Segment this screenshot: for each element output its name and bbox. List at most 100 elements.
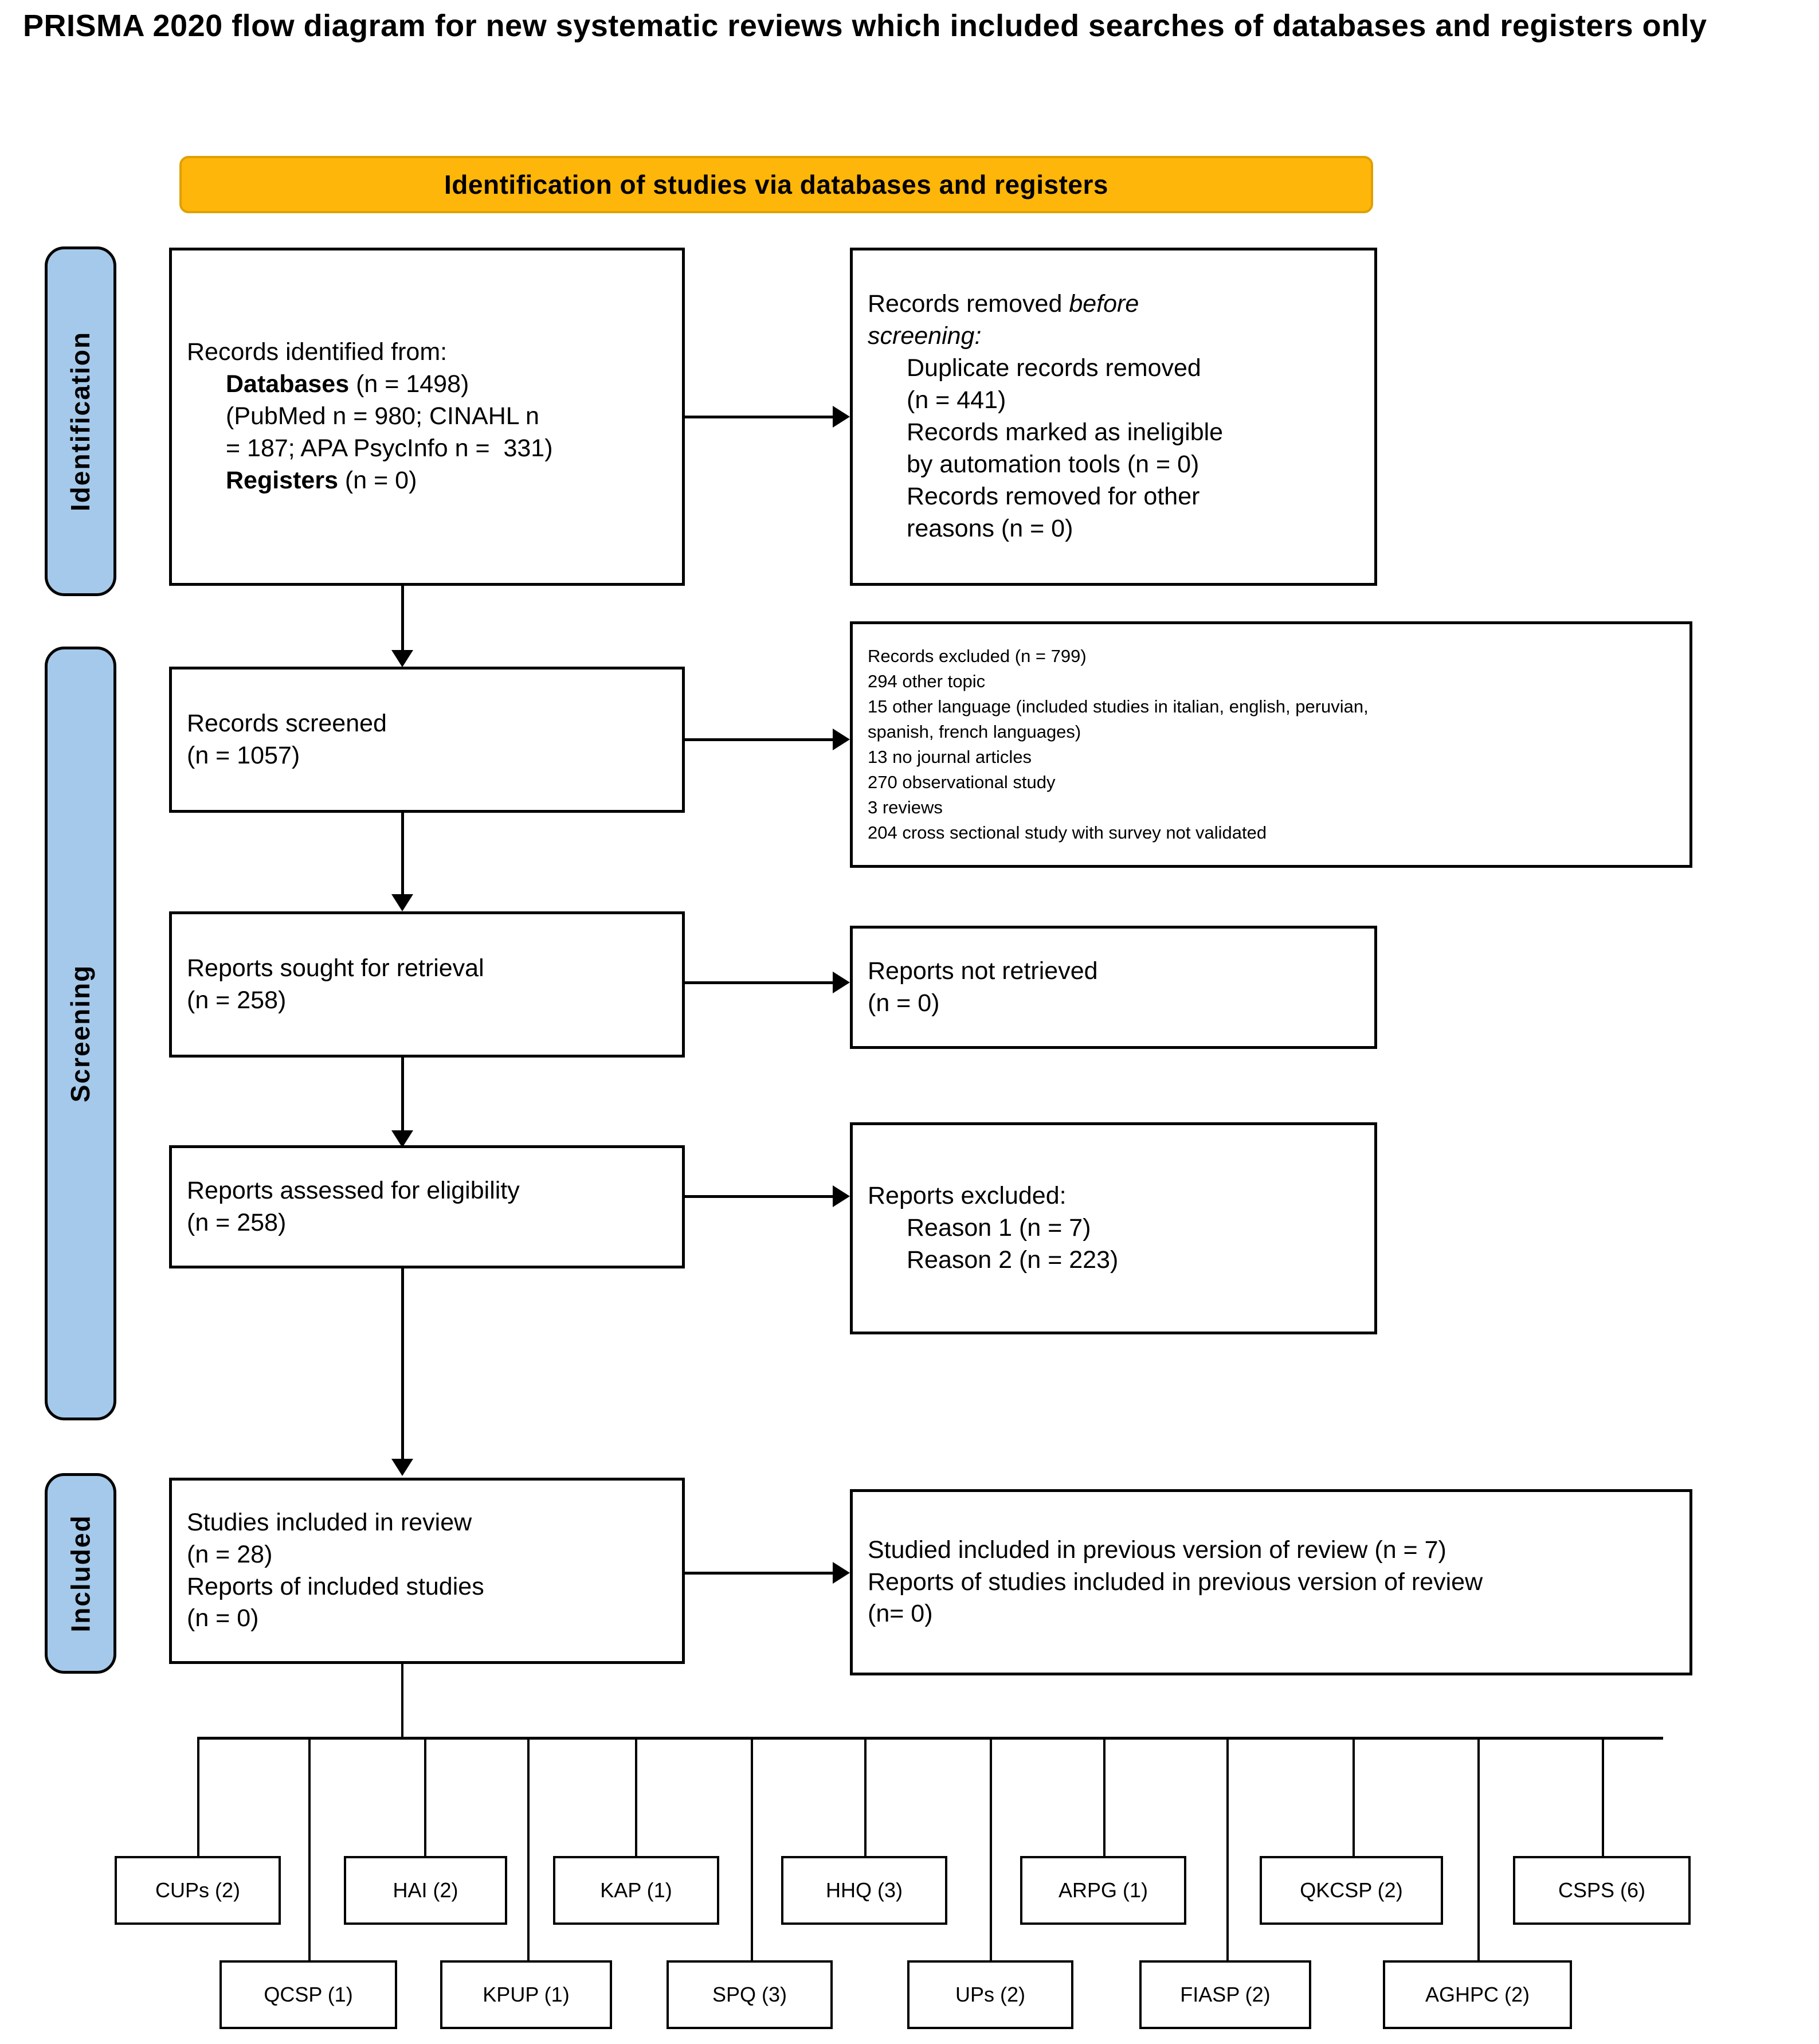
leaf-label-cups: CUPs (2): [155, 1878, 240, 1902]
records-removed-line-0-italic: before: [1069, 290, 1139, 318]
connector-identified-to-screened: [401, 586, 404, 660]
leaf-box-spq: SPQ (3): [667, 1960, 833, 2029]
identification-banner-label: Identification of studies via databases …: [444, 170, 1108, 199]
leaf-box-aghpc: AGHPC (2): [1383, 1960, 1572, 2029]
box-studies-included: Studies included in review (n = 28) Repo…: [169, 1478, 685, 1664]
connector-drop-csps: [1602, 1737, 1604, 1856]
box-records-screened: Records screened (n = 1057): [169, 667, 685, 813]
arrow-assessed-to-reportsexcluded: [833, 1185, 850, 1207]
connector-sought-to-assessed: [401, 1058, 404, 1141]
arrow-sought-to-notretrieved: [833, 972, 850, 993]
leaf-label-fiasp: FIASP (2): [1180, 1983, 1271, 2006]
connector-sought-to-notretrieved: [685, 981, 833, 984]
page-title: PRISMA 2020 flow diagram for new systema…: [23, 9, 1707, 43]
connector-screened-to-excluded: [685, 738, 833, 741]
identification-banner: Identification of studies via databases …: [179, 156, 1373, 213]
connector-drop-qkcsp: [1353, 1737, 1355, 1856]
arrow-assessed-to-included: [391, 1459, 413, 1476]
stage-tab-screening-label: Screening: [65, 964, 96, 1103]
box-records-removed: Records removed before screening: Duplic…: [850, 248, 1377, 586]
arrow-screened-to-sought: [391, 894, 413, 911]
reports-sought-line-0: Reports sought for retrieval: [187, 954, 484, 982]
previous-version-line-1: Reports of studies included in previous …: [868, 1568, 1483, 1596]
arrow-screened-to-excluded: [833, 729, 850, 750]
leaf-label-hhq: HHQ (3): [826, 1878, 903, 1902]
records-removed-line-0: Records removed before: [868, 288, 1359, 320]
leaf-label-aghpc: AGHPC (2): [1425, 1983, 1530, 2006]
leaf-box-hai: HAI (2): [344, 1856, 507, 1925]
box-reports-sought: Reports sought for retrieval (n = 258): [169, 911, 685, 1058]
studies-included-line-3: (n = 0): [187, 1604, 259, 1632]
records-identified-registers-count: (n = 0): [338, 466, 417, 494]
box-previous-version: Studied included in previous version of …: [850, 1489, 1692, 1675]
stage-tab-identification-label: Identification: [65, 331, 96, 512]
studies-included-line-1: (n = 28): [187, 1540, 273, 1568]
box-records-identified: Records identified from: Databases (n = …: [169, 248, 685, 586]
leaf-box-ups: UPs (2): [907, 1960, 1073, 2029]
previous-version-line-2: (n= 0): [868, 1600, 933, 1628]
records-identified-databases-count: (n = 1498): [349, 370, 469, 398]
box-reports-assessed: Reports assessed for eligibility (n = 25…: [169, 1145, 685, 1268]
leaf-label-spq: SPQ (3): [712, 1983, 787, 2006]
connector-identified-to-removed: [685, 416, 833, 418]
connector-assessed-to-reportsexcluded: [685, 1195, 833, 1198]
leaf-label-kpup: KPUP (1): [483, 1983, 570, 2006]
leaf-label-qkcsp: QKCSP (2): [1300, 1878, 1403, 1902]
records-removed-line-7: reasons (n = 0): [907, 514, 1073, 542]
arrow-included-to-previous: [833, 1562, 850, 1584]
connector-drop-hai: [424, 1737, 426, 1856]
connector-drop-spq: [751, 1737, 753, 1960]
connector-drop-fiasp: [1226, 1737, 1229, 1960]
connector-included-to-previous: [685, 1572, 833, 1575]
connector-included-trunk: [401, 1664, 403, 1738]
leaf-label-kap: KAP (1): [600, 1878, 672, 1902]
reports-assessed-line-0: Reports assessed for eligibility: [187, 1176, 520, 1204]
leaf-label-hai: HAI (2): [393, 1878, 458, 1902]
box-reports-excluded: Reports excluded: Reason 1 (n = 7) Reaso…: [850, 1122, 1377, 1334]
reports-excluded-line-2: Reason 2 (n = 223): [907, 1246, 1119, 1274]
leaf-box-qkcsp: QKCSP (2): [1260, 1856, 1443, 1925]
records-removed-line-5: by automation tools (n = 0): [907, 450, 1199, 478]
studies-included-line-0: Studies included in review: [187, 1508, 472, 1536]
reports-excluded-line-0: Reports excluded:: [868, 1182, 1067, 1210]
leaf-label-ups: UPs (2): [955, 1983, 1025, 2006]
records-excluded-line-5: 270 observational study: [868, 772, 1056, 793]
records-identified-line-3: = 187; APA PsycInfo n = 331): [226, 434, 553, 462]
connector-drop-ups: [990, 1737, 992, 1960]
connector-drop-kpup: [527, 1737, 530, 1960]
leaf-box-kpup: KPUP (1): [440, 1960, 612, 2029]
records-identified-line-2: (PubMed n = 980; CINAHL n: [226, 402, 539, 430]
records-excluded-line-1: 294 other topic: [868, 671, 986, 691]
records-excluded-line-6: 3 reviews: [868, 797, 943, 818]
records-identified-line-0: Records identified from:: [187, 338, 448, 366]
records-screened-line-0: Records screened: [187, 709, 387, 737]
records-removed-line-6: Records removed for other: [907, 482, 1200, 510]
records-removed-line-4: Records marked as ineligible: [907, 418, 1224, 446]
arrow-sought-to-assessed: [391, 1130, 413, 1148]
reports-not-retrieved-line-1: (n = 0): [868, 989, 940, 1017]
leaf-box-hhq: HHQ (3): [781, 1856, 947, 1925]
leaf-label-qcsp: QCSP (1): [264, 1983, 353, 2006]
records-removed-line-2: Duplicate records removed: [907, 354, 1201, 382]
reports-excluded-line-1: Reason 1 (n = 7): [907, 1214, 1091, 1242]
records-removed-line-1: screening:: [868, 320, 1359, 353]
arrow-identified-to-removed: [833, 406, 850, 428]
records-excluded-line-3: spanish, french languages): [868, 721, 1081, 742]
leaf-box-kap: KAP (1): [553, 1856, 719, 1925]
leaf-box-qcsp: QCSP (1): [219, 1960, 397, 2029]
reports-sought-line-1: (n = 258): [187, 986, 287, 1014]
connector-drop-qcsp: [308, 1737, 311, 1960]
box-reports-not-retrieved: Reports not retrieved (n = 0): [850, 926, 1377, 1049]
records-identified-line-1: Databases (n = 1498): [187, 369, 667, 401]
leaf-label-csps: CSPS (6): [1558, 1878, 1646, 1902]
connector-drop-kap: [635, 1737, 637, 1856]
records-excluded-line-0: Records excluded (n = 799): [868, 645, 1087, 666]
reports-assessed-line-1: (n = 258): [187, 1208, 287, 1236]
connector-screened-to-sought: [401, 813, 404, 904]
stage-tab-identification: Identification: [45, 246, 116, 596]
leaf-box-cups: CUPs (2): [115, 1856, 281, 1925]
stage-tab-included: Included: [45, 1473, 116, 1674]
records-excluded-line-7: 204 cross sectional study with survey no…: [868, 823, 1267, 843]
reports-not-retrieved-line-0: Reports not retrieved: [868, 957, 1098, 985]
